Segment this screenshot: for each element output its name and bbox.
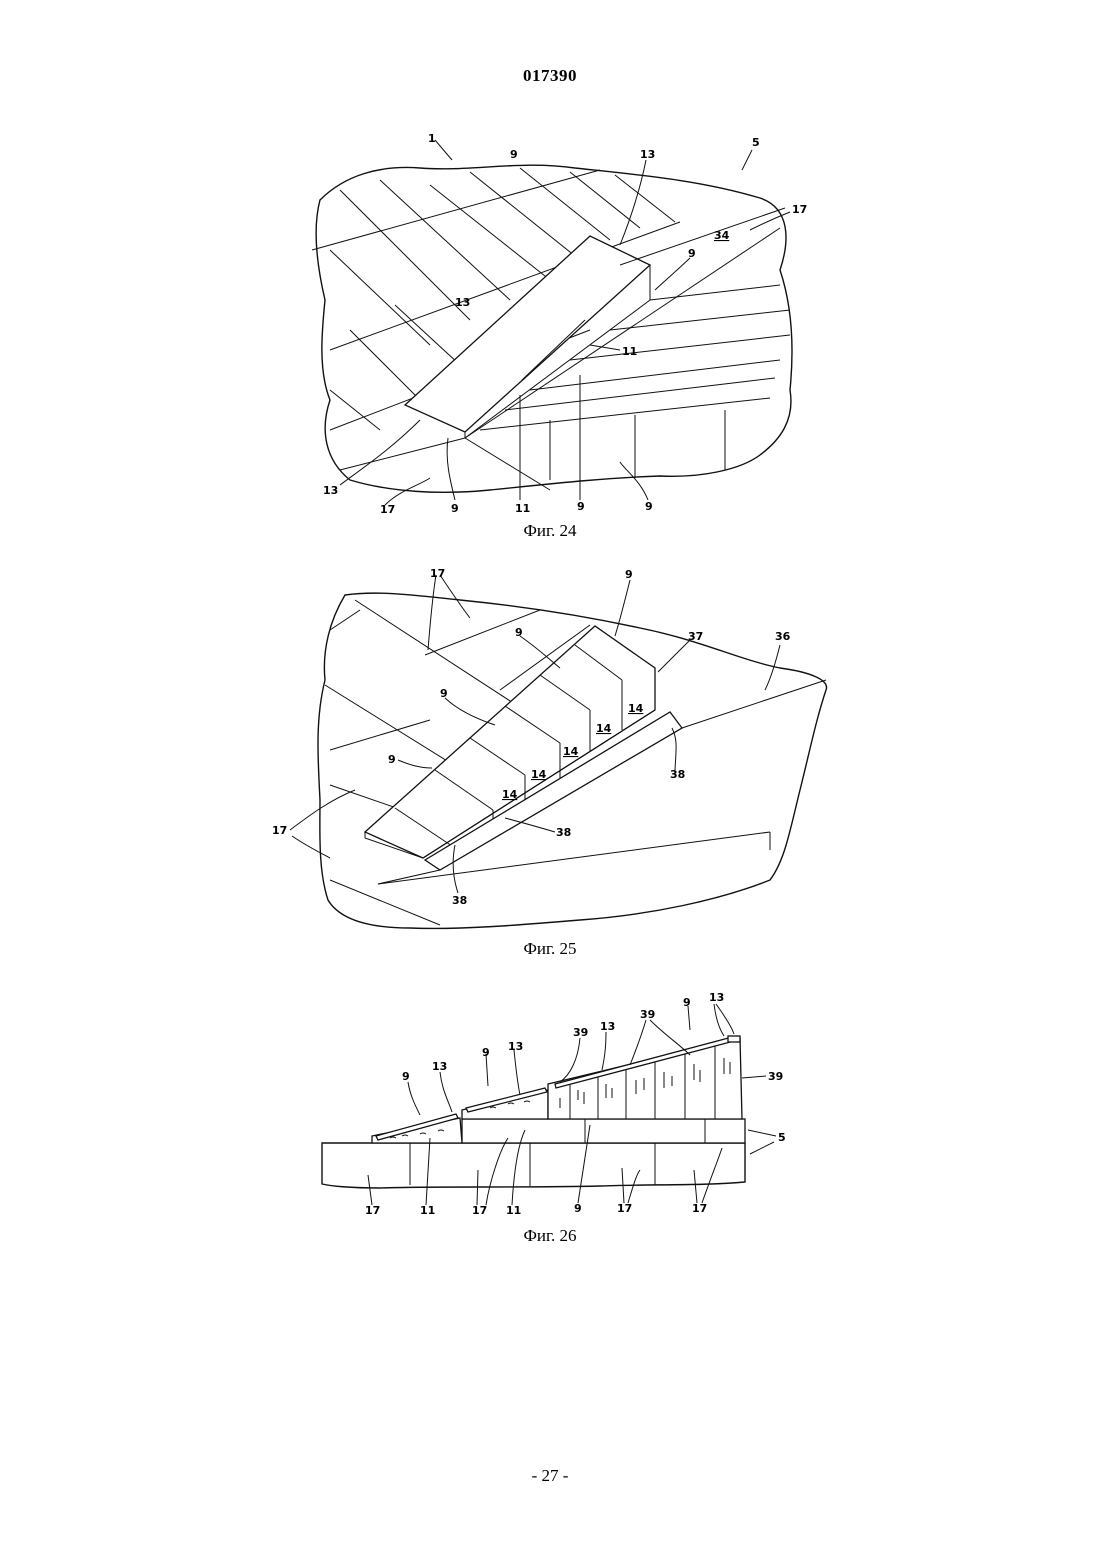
- fig26-label: 13: [508, 1040, 523, 1053]
- fig26-label: 13: [600, 1020, 615, 1033]
- fig26-label: 9: [574, 1202, 582, 1215]
- fig26-label: 11: [420, 1204, 435, 1217]
- fig26-label: 9: [683, 996, 691, 1009]
- fig26-label: 17: [617, 1202, 632, 1215]
- fig26-label: 13: [432, 1060, 447, 1073]
- fig26-label: 17: [365, 1204, 380, 1217]
- fig26-label: 11: [506, 1204, 521, 1217]
- fig26-label: 39: [768, 1070, 783, 1083]
- fig26-label: 39: [640, 1008, 655, 1021]
- fig26-label: 13: [709, 991, 724, 1004]
- fig26-label: 17: [472, 1204, 487, 1217]
- fig26-label: 5: [778, 1131, 786, 1144]
- page-number: - 27 -: [0, 1466, 1100, 1486]
- fig26-label: 9: [482, 1046, 490, 1059]
- fig26-label: 39: [573, 1026, 588, 1039]
- fig26-label: 9: [402, 1070, 410, 1083]
- fig26-label: 17: [692, 1202, 707, 1215]
- figure-26-caption: Фиг. 26: [0, 1226, 1100, 1246]
